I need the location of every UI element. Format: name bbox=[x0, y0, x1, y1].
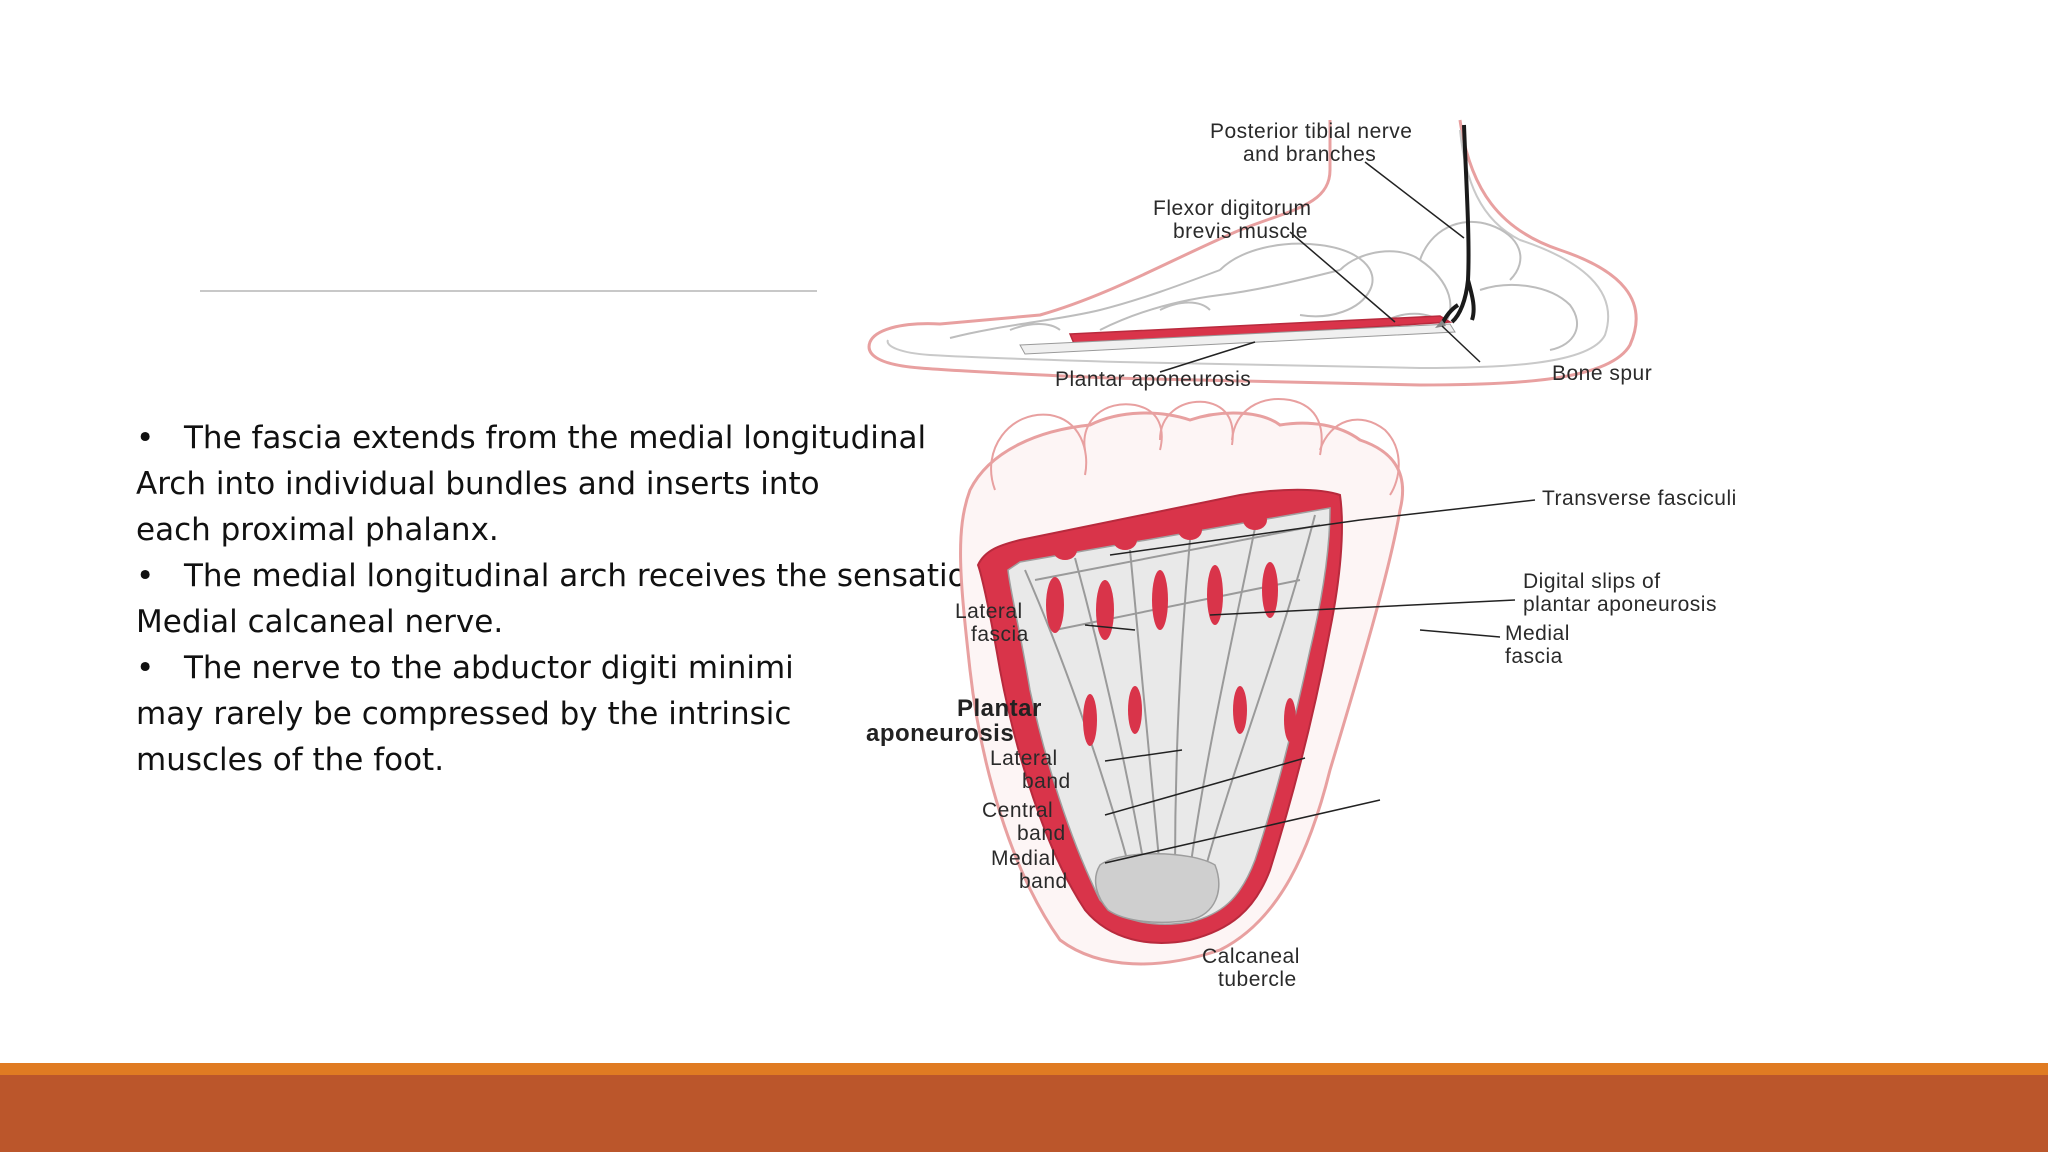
bullet-1-line-2: Arch into individual bundles and inserts… bbox=[136, 466, 820, 502]
leader-digital-slips bbox=[1209, 599, 1516, 616]
side-foot-inner-outline bbox=[886, 129, 1610, 370]
foot-anatomy-figure: Posterior tibial nerve and branches Flex… bbox=[866, 119, 1737, 991]
leader-lateral-band bbox=[1104, 749, 1183, 762]
side-foot-outline bbox=[867, 119, 1638, 387]
bullet-marker: • bbox=[136, 558, 155, 594]
label-central-band-2: band bbox=[1017, 822, 1066, 845]
leader-medial-band bbox=[1104, 799, 1381, 864]
label-digital-1: Digital slips of bbox=[1523, 570, 1661, 593]
bullet-marker: • bbox=[136, 650, 155, 686]
footer-accent-bar bbox=[0, 1063, 2048, 1075]
bullet-3-line-1: •The nerve to the abductor digiti minimi bbox=[136, 645, 1116, 691]
plantar-fascia-white bbox=[1019, 323, 1456, 355]
label-plantar-2: aponeurosis bbox=[866, 720, 1014, 747]
leader-bone-spur bbox=[1441, 325, 1481, 363]
side-view-foot: Posterior tibial nerve and branches Flex… bbox=[867, 119, 1652, 391]
label-plantar-1: Plantar bbox=[957, 695, 1042, 722]
label-posterior-tibial-1: Posterior tibial nerve bbox=[1210, 120, 1412, 143]
label-calcaneal-1: Calcaneal bbox=[1202, 945, 1300, 968]
label-lateral-band-2: band bbox=[1022, 770, 1071, 793]
leader-flexor bbox=[1289, 231, 1396, 323]
leader-transverse bbox=[1359, 499, 1536, 521]
label-digital-2: plantar aponeurosis bbox=[1523, 593, 1717, 616]
leader-central-band bbox=[1104, 757, 1306, 816]
bullet-1-line-3: each proximal phalanx. bbox=[136, 512, 499, 548]
label-medial-fascia-1: Medial bbox=[1505, 622, 1570, 645]
label-bone-spur: Bone spur bbox=[1552, 362, 1652, 385]
label-flexor-2: brevis muscle bbox=[1173, 220, 1308, 243]
label-lateral-band-1: Lateral bbox=[990, 747, 1058, 770]
leader-transverse-2 bbox=[1109, 519, 1361, 556]
bullet-2-line-2: Medial calcaneal nerve. bbox=[136, 604, 504, 640]
calcaneal-tubercle bbox=[1094, 853, 1220, 924]
label-central-band-1: Central bbox=[982, 799, 1053, 822]
bullet-list: •The fascia extends from the medial long… bbox=[136, 415, 1116, 783]
fascia-bundles bbox=[1024, 514, 1321, 871]
fascia-gaps-red bbox=[1046, 510, 1296, 746]
label-flexor-1: Flexor digitorum bbox=[1153, 197, 1312, 220]
leader-medial-fascia bbox=[1419, 629, 1501, 638]
bullet-3-line-3: muscles of the foot. bbox=[136, 742, 445, 778]
title-divider bbox=[200, 290, 817, 292]
leader-posterior-tibial bbox=[1364, 161, 1465, 239]
bone-spur bbox=[1435, 320, 1446, 328]
bullet-2-line-1: •The medial longitudinal arch receives t… bbox=[136, 553, 1116, 599]
label-posterior-tibial-2: and branches bbox=[1243, 143, 1376, 166]
label-plantar-aponeurosis: Plantar aponeurosis bbox=[1055, 368, 1251, 391]
footer-bar bbox=[0, 1075, 2048, 1152]
leader-lateral-fascia bbox=[1084, 624, 1136, 631]
plantar-view-foot: Transverse fasciculi Digital slips of pl… bbox=[866, 398, 1737, 991]
label-lateral-fascia-2: fascia bbox=[971, 623, 1029, 646]
side-bones bbox=[949, 220, 1579, 351]
label-calcaneal-2: tubercle bbox=[1218, 968, 1297, 991]
label-medial-band-2: band bbox=[1019, 870, 1068, 893]
label-transverse: Transverse fasciculi bbox=[1542, 487, 1737, 510]
toe-outline-3 bbox=[1159, 400, 1234, 446]
bullet-1-line-1: •The fascia extends from the medial long… bbox=[136, 415, 1116, 461]
bullet-marker: • bbox=[136, 420, 155, 456]
label-medial-fascia-2: fascia bbox=[1505, 645, 1563, 668]
leader-plantar-aponeurosis bbox=[1159, 341, 1256, 373]
toe-outline-4 bbox=[1231, 398, 1323, 456]
bullet-3-line-2: may rarely be compressed by the intrinsi… bbox=[136, 696, 792, 732]
label-medial-band-1: Medial bbox=[991, 847, 1056, 870]
label-lateral-fascia-1: Lateral bbox=[955, 600, 1023, 623]
toe-outline-5 bbox=[1319, 418, 1400, 496]
